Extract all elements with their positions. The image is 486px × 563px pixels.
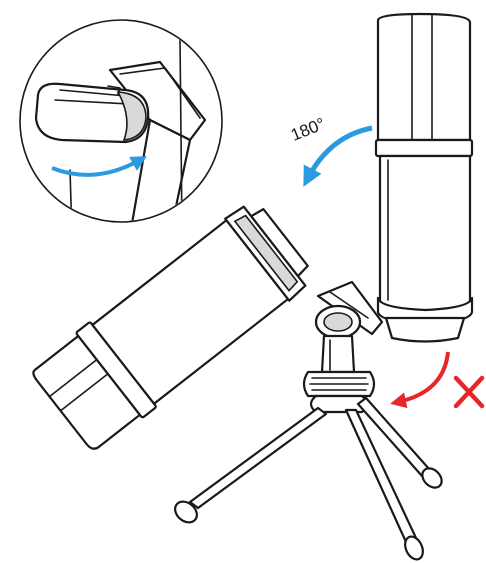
red-curved-arrow-icon bbox=[390, 351, 450, 409]
cross-icon bbox=[453, 375, 485, 409]
rotation-annotation: 180° bbox=[288, 114, 373, 187]
microphone-upright bbox=[374, 12, 474, 343]
curved-arrow-icon bbox=[303, 125, 373, 187]
microphone-tilted bbox=[32, 205, 309, 450]
rotation-angle-label: 180° bbox=[288, 114, 328, 145]
knob-detail-inset-icon bbox=[19, 19, 223, 223]
inset-rotate-arrow-icon bbox=[51, 156, 147, 177]
swivel-mount bbox=[302, 280, 384, 414]
tripod-legs bbox=[174, 396, 443, 561]
forbidden-rotation-annotation bbox=[390, 351, 485, 409]
